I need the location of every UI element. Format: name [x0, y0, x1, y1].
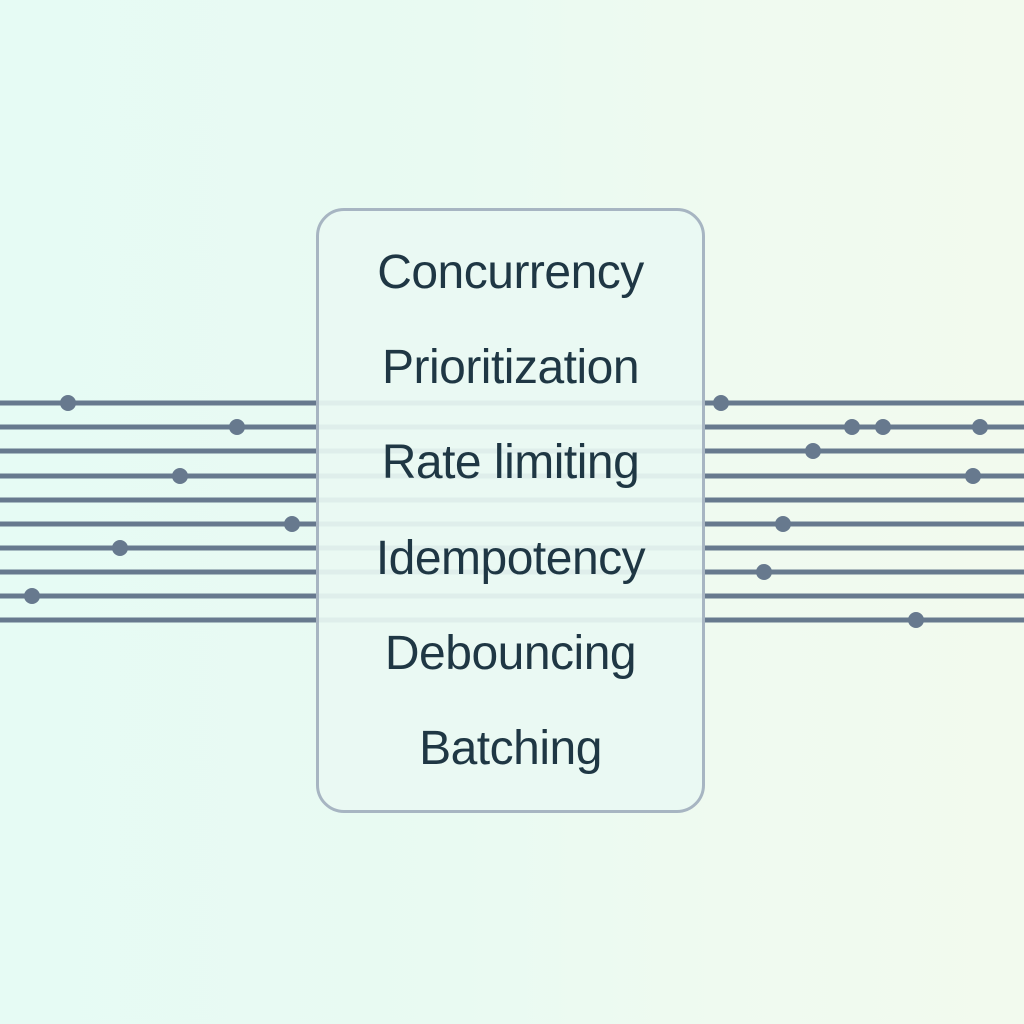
- flow-dot: [60, 395, 76, 411]
- flow-dot: [112, 540, 128, 556]
- flow-dot: [844, 419, 860, 435]
- flow-dot: [875, 419, 891, 435]
- flow-dot: [756, 564, 772, 580]
- card-item-prioritization: Prioritization: [381, 341, 640, 395]
- flow-dot: [172, 468, 188, 484]
- card-item-idempotency: Idempotency: [375, 531, 646, 585]
- card-item-debouncing: Debouncing: [384, 626, 637, 680]
- concepts-card: Concurrency Prioritization Rate limiting…: [316, 208, 705, 813]
- card-item-rate-limiting: Rate limiting: [381, 436, 640, 490]
- card-item-concurrency: Concurrency: [377, 246, 644, 300]
- flow-dot: [24, 588, 40, 604]
- flow-dot: [805, 443, 821, 459]
- flow-dot: [775, 516, 791, 532]
- flow-dot: [229, 419, 245, 435]
- flow-dot: [713, 395, 729, 411]
- flow-dot: [972, 419, 988, 435]
- flow-dot: [965, 468, 981, 484]
- flow-dot: [284, 516, 300, 532]
- card-item-batching: Batching: [419, 721, 602, 775]
- flow-dot: [908, 612, 924, 628]
